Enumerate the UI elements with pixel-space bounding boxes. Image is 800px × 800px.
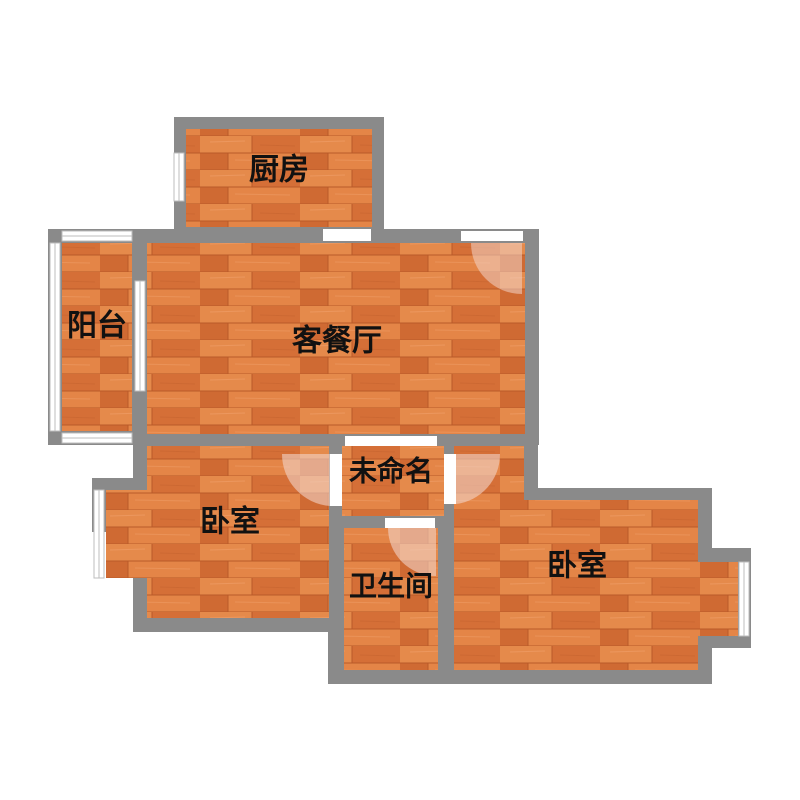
- door-unnamed-top: [345, 436, 437, 446]
- floor-kitchen: [186, 129, 372, 227]
- room-labels: 厨房 阳台 客餐厅 未命名 卧室 卫生间 卧室: [67, 153, 607, 603]
- door-bedroom-left-swing: [281, 454, 330, 506]
- label-kitchen: 厨房: [249, 153, 309, 188]
- label-bedroom-left: 卧室: [200, 505, 260, 540]
- door-bathroom-opening: [385, 518, 435, 528]
- door-bedroom-left-opening: [330, 454, 342, 506]
- doors: [281, 229, 523, 576]
- floor-balcony: [62, 243, 132, 431]
- floor-bedroom-left-ext: [106, 490, 151, 578]
- door-bedroom-right-swing: [456, 454, 501, 504]
- label-living-dining: 客餐厅: [292, 324, 382, 359]
- door-living-swing: [471, 243, 522, 294]
- floor-unnamed: [342, 446, 444, 516]
- door-bathroom-swing: [388, 528, 436, 576]
- windows: [49, 152, 750, 637]
- door-living-opening: [461, 231, 523, 241]
- label-balcony: 阳台: [67, 309, 127, 344]
- floor-living: [147, 243, 525, 434]
- label-unnamed: 未命名: [349, 455, 433, 488]
- door-bedroom-right-opening: [444, 454, 456, 504]
- door-kitchen-opening: [323, 229, 371, 241]
- floor-bedroom-right: [454, 500, 698, 670]
- label-bedroom-right: 卧室: [547, 549, 607, 584]
- floor-bedroom-right-ext: [694, 562, 738, 636]
- label-bathroom: 卫生间: [349, 570, 433, 603]
